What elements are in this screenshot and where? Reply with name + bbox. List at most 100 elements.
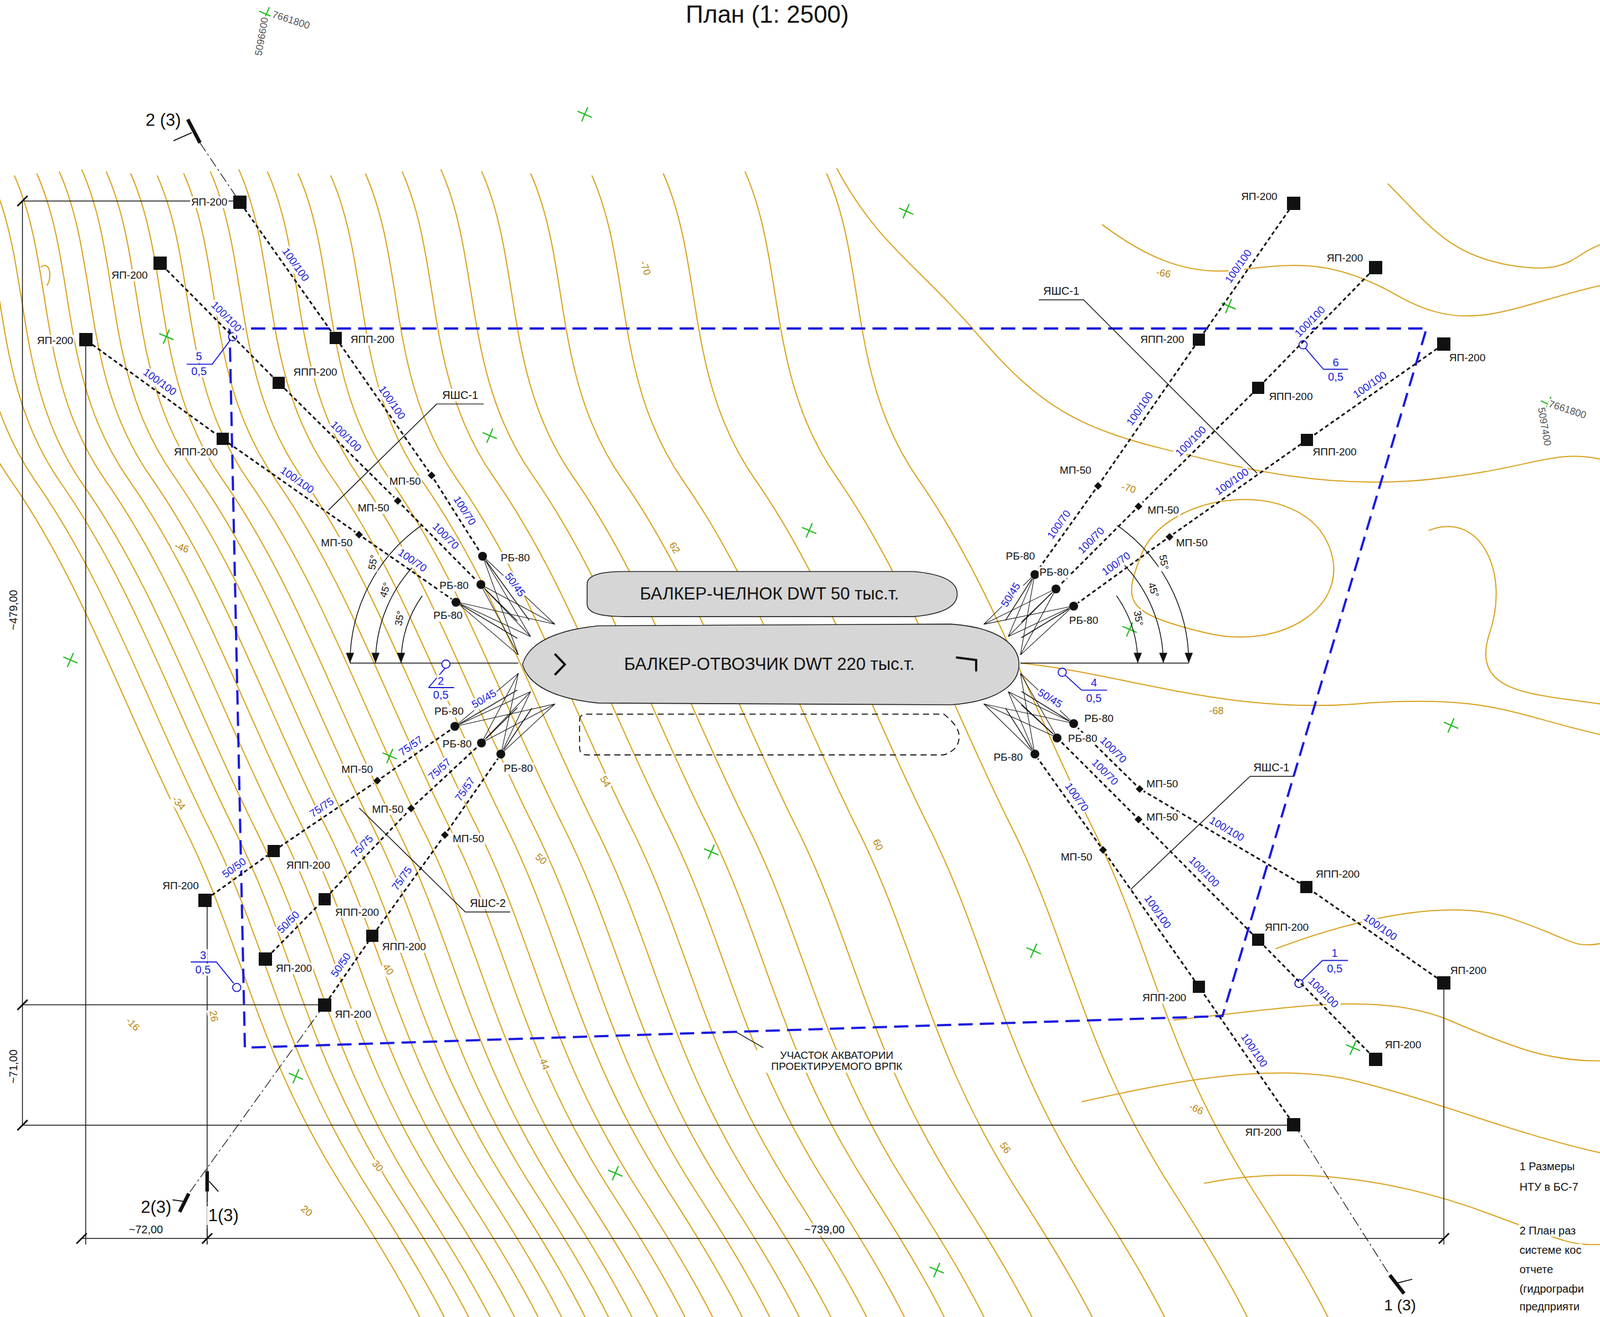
callout-point [442, 659, 451, 669]
mooring-hawser [485, 707, 517, 739]
anchor-chain [279, 783, 374, 848]
intermediate-buoy: МП-50 [440, 831, 449, 839]
anchor-label: РБ-80 [433, 705, 465, 717]
note-text: (гидрографи [1518, 1282, 1586, 1295]
mooring-buoy: РБ-80 [477, 738, 486, 748]
depth-contour [663, 173, 1235, 1317]
section-mark: 1(3) [207, 1206, 240, 1225]
mooring-buoy: РБ-80 [1069, 719, 1079, 728]
mooring-buoy: РБ-80 [1030, 749, 1040, 759]
mooring-buoy: РБ-80 [478, 551, 487, 561]
depth-contour [267, 171, 839, 1317]
anchor-label: ЯП-200 [274, 962, 314, 974]
depth-contour [0, 179, 564, 1317]
intermediate-anchor-block: ЯПП-200 [1300, 880, 1313, 894]
intermediate-anchor-block: ЯПП-200 [318, 893, 331, 906]
intermediate-buoy-shape [1134, 815, 1143, 824]
anchor-block: ЯП-200 [1368, 1052, 1383, 1066]
cable-spec: 50/45 [1034, 685, 1066, 711]
anchor-chain [447, 758, 499, 832]
anchor-label: РБ-80 [1068, 614, 1100, 627]
ship-name: БАЛКЕР-ЧЕЛНОК DWT 50 тыс.т. [639, 583, 900, 604]
depth-contour [826, 173, 1398, 1317]
intermediate-buoy-shape [373, 776, 382, 785]
buoy-diamond [393, 496, 402, 505]
depth-label: 60 [869, 836, 886, 854]
anchor-label: МП-50 [1145, 811, 1179, 824]
intermediate-anchor-block: ЯПП-200 [1300, 433, 1314, 446]
depth-contours [0, 168, 1600, 1317]
anchor-label: ЯП-200 [1239, 191, 1279, 203]
section-arrows [171, 132, 1413, 1284]
depth-contour [209, 171, 782, 1317]
anchor-label: ЯП-200 [161, 879, 200, 892]
callout-point [232, 983, 241, 992]
intermediate-anchor-block: ЯПП-200 [216, 432, 229, 445]
anchor-label: МП-50 [451, 833, 486, 845]
anchor-label: МП-50 [1146, 504, 1181, 516]
coordinate-label: 7661800 [1546, 398, 1589, 423]
callout-point [1058, 668, 1067, 677]
cable-spec: 75/57 [396, 733, 427, 760]
intermediate-anchor-block: ЯПП-200 [272, 376, 285, 389]
cable-spec: 100/100 [139, 365, 179, 399]
mooring-buoy: РБ-80 [1052, 733, 1062, 743]
anchor-chain [1143, 791, 1300, 884]
anchor-label: РБ-80 [499, 552, 532, 564]
depth-contour [402, 171, 974, 1317]
anchor-label: МП-50 [319, 536, 354, 549]
angle-label: 45° [377, 580, 394, 600]
mooring-buoy: РБ-80 [1069, 601, 1079, 611]
cable-spec: 100/70 [1061, 780, 1091, 815]
anchor-label: РБ-80 [1004, 550, 1037, 562]
depth-contour [591, 175, 1163, 1317]
intermediate-buoy: МП-50 [427, 471, 436, 480]
angle-label: 55° [366, 552, 381, 572]
anchor-label: ЯПП-200 [1311, 445, 1358, 458]
depth-label: -70 [1119, 481, 1138, 497]
anchor-label: ЯПП-200 [285, 859, 332, 871]
anchor-block: ЯП-200 [1368, 260, 1383, 275]
anchor-chain [1264, 945, 1369, 1053]
anchor-label: МП-50 [388, 475, 423, 488]
ship-fairleads [454, 555, 1074, 754]
anchor-label: РБ-80 [1083, 712, 1115, 725]
buoy-diamond [373, 776, 382, 785]
coordinate-label: 5096600 [253, 15, 271, 58]
depth-contour [440, 169, 1013, 1317]
cable-spec: 100/100 [1185, 853, 1223, 891]
intermediate-anchor-block: ЯПП-200 [1192, 333, 1205, 346]
cable-spec: 100/100 [1291, 303, 1329, 341]
intermediate-buoy-shape [1165, 532, 1174, 541]
angle-label: 55° [1156, 552, 1171, 572]
mooring-buoy: РБ-80 [1051, 584, 1061, 594]
mooring-hawser [504, 708, 532, 750]
third-berth-outline [579, 714, 960, 756]
intermediate-buoy: МП-50 [1099, 845, 1107, 854]
depth-label: 62 [666, 539, 683, 557]
mooring-hawser [485, 588, 518, 622]
intermediate-buoy-shape [355, 530, 363, 539]
anchor-block: ЯП-200 [1286, 1118, 1301, 1132]
depth-contour [481, 171, 1053, 1317]
cable-spec: 100/100 [1237, 1030, 1270, 1071]
boundary-label: УЧАСТОК АКВАТОРИИ ПРОЕКТИРУЕМОГО ВРПК [754, 1049, 920, 1074]
intermediate-buoy: МП-50 [1134, 815, 1143, 824]
mooring-hawser [1021, 592, 1053, 623]
cable-spec: 50/50 [219, 854, 250, 881]
dimension-label: ~71,00 [7, 1048, 20, 1085]
cable-spec: 75/57 [425, 755, 455, 783]
anchor-chain [1105, 853, 1196, 981]
cable-spec: 100/70 [395, 546, 430, 576]
depth-contour [330, 175, 902, 1317]
note-text: 1 Размеры [1518, 1160, 1577, 1173]
ship-hull: БАЛКЕР-ЧЕЛНОК DWT 50 тыс.т. [579, 569, 960, 619]
intermediate-anchor-block: ЯПП-200 [1252, 933, 1265, 946]
cable-spec: 100/100 [327, 418, 364, 455]
mooring-hawser [1005, 708, 1033, 750]
depth-label: 30 [368, 1157, 387, 1176]
anchor-label: ЯПП-200 [1139, 334, 1186, 346]
buoy-diamond [1094, 481, 1102, 490]
water-area-boundary [229, 328, 1427, 1048]
